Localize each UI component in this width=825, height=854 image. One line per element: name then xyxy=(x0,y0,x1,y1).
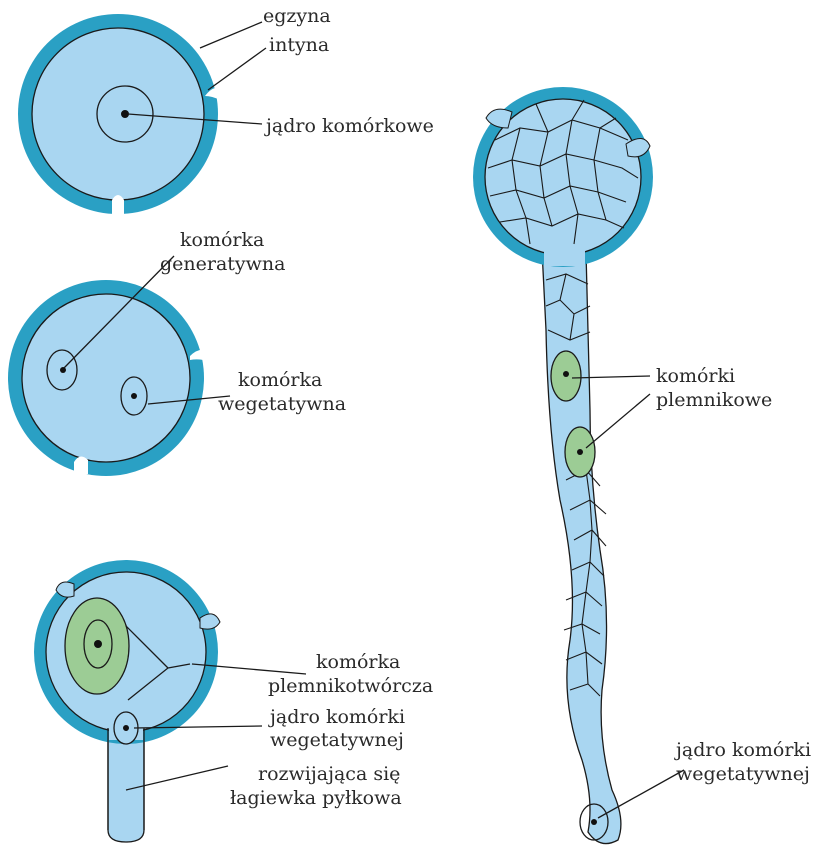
leader-egzyna xyxy=(200,22,262,48)
pollen-grain-3 xyxy=(34,560,220,842)
label-jadro-komorki-wegetatywnej-2-line1: jądro komórki xyxy=(674,739,811,761)
label-jadro-komorki-wegetatywnej-2-line2: wegetatywnej xyxy=(676,763,810,785)
label-komorka-plemnikotworcza-line1: komórka xyxy=(316,651,400,673)
label-komorki-plemnikowe-line1: komórki xyxy=(656,365,735,387)
label-komorka-generatywna-line2: generatywna xyxy=(160,253,286,275)
sperm-nucleus-1 xyxy=(563,371,569,377)
label-lagiewka-line2: łagiewka pyłkowa xyxy=(230,787,402,809)
nucleolus xyxy=(121,110,129,118)
leader-intyna xyxy=(208,48,266,90)
label-komorki-plemnikowe-line2: plemnikowe xyxy=(656,389,772,411)
label-jadro-komorki-wegetatywnej-1-line2: wegetatywnej xyxy=(270,729,404,751)
aperture xyxy=(112,195,124,214)
sperm-mother-nucleolus xyxy=(94,640,102,648)
label-komorka-wegetatywna-line2: wegetatywna xyxy=(218,393,346,415)
aperture xyxy=(26,45,35,62)
label-komorka-generatywna-line1: komórka xyxy=(180,229,264,251)
intine-cytoplasm xyxy=(32,28,204,200)
vegetative-nucleolus xyxy=(131,393,137,399)
generative-nucleus xyxy=(60,367,66,373)
label-jadro-komorki-wegetatywnej-1-line1: jądro komórki xyxy=(268,706,405,728)
label-komorka-plemnikotworcza-line2: plemnikotwórcza xyxy=(268,675,433,697)
label-jadro-komorkowe: jądro komórkowe xyxy=(264,115,434,137)
label-intyna: intyna xyxy=(269,34,329,56)
pollen-grain-4 xyxy=(473,87,653,844)
aperture-bulge xyxy=(200,614,220,629)
pollen-grain-1 xyxy=(18,14,222,214)
label-lagiewka-line1: rozwijająca się xyxy=(258,763,400,785)
vegetative-nucleolus xyxy=(591,819,597,825)
sperm-nucleus-2 xyxy=(577,449,583,455)
intine-cytoplasm xyxy=(22,294,190,462)
labels: egzyna intyna jądro komórkowe komórka ge… xyxy=(160,5,811,809)
label-komorka-wegetatywna-line1: komórka xyxy=(238,369,322,391)
pollen-grain-2 xyxy=(8,280,210,476)
pollen-tube xyxy=(542,250,621,844)
vegetative-nucleolus xyxy=(123,725,129,731)
leader-komorki-plemnikowe-2 xyxy=(586,394,650,448)
label-egzyna: egzyna xyxy=(263,5,331,27)
tube-neck xyxy=(544,236,585,266)
